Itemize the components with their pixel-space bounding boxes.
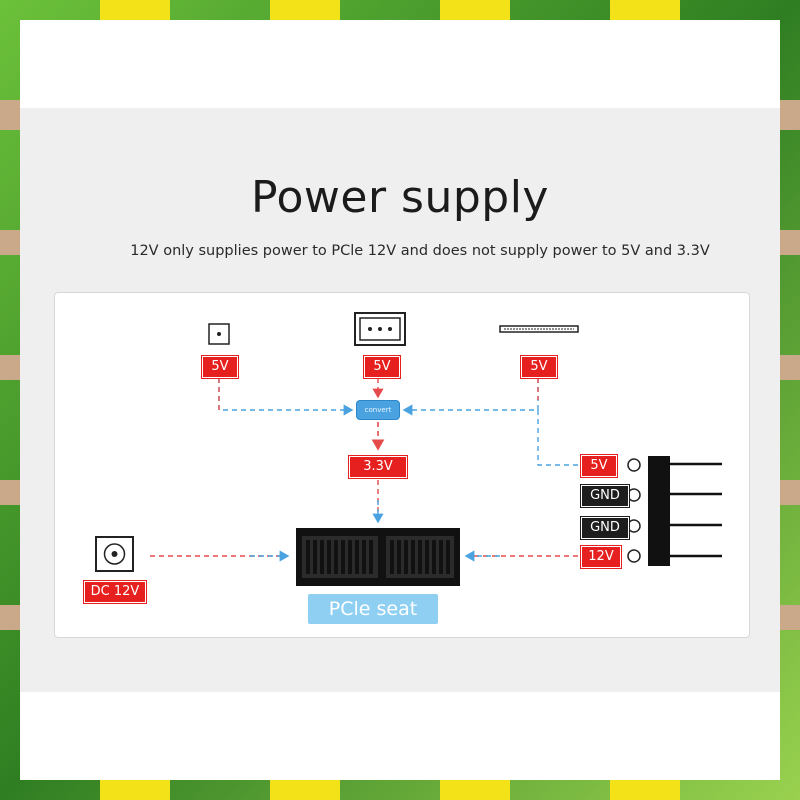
molex-pin-gnd-1-tag: GND xyxy=(581,485,629,507)
fan-header-5v-tag: 5V xyxy=(364,356,400,378)
molex-connector-icon xyxy=(627,456,722,566)
pcie-slot-icon xyxy=(296,528,460,586)
wire-left-5v xyxy=(218,378,354,416)
molex-pin-gnd-2-tag: GND xyxy=(581,517,629,539)
wire-molex-5v xyxy=(537,410,580,466)
small-power-connector-icon xyxy=(208,323,230,345)
wire-right-5v xyxy=(402,378,539,416)
page-title: Power supply xyxy=(251,172,549,223)
page-subtitle: 12V only supplies power to PCle 12V and … xyxy=(130,243,710,259)
molex-pin-5v-tag: 5V xyxy=(581,455,617,477)
small-connector-5v-tag: 5V xyxy=(202,356,238,378)
dc-12v-tag: DC 12V xyxy=(84,581,146,603)
pcie-seat-label: PCle seat xyxy=(308,594,438,624)
output-3v3-tag: 3.3V xyxy=(349,456,407,478)
ribbon-5v-tag: 5V xyxy=(521,356,557,378)
molex-pin-12v-tag: 12V xyxy=(581,546,621,568)
dc-jack-icon xyxy=(95,536,134,572)
fan-header-icon xyxy=(354,312,406,346)
converter-block: convert xyxy=(357,401,399,419)
ribbon-connector-icon xyxy=(499,325,579,333)
